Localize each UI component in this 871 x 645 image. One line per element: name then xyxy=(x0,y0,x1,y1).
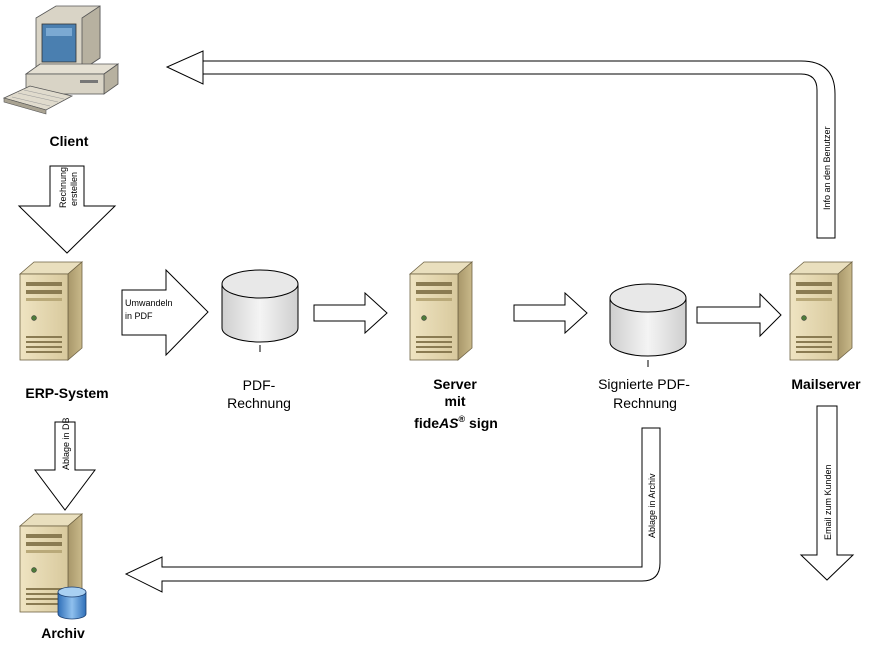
create-invoice-label-line1: Rechnung xyxy=(58,167,68,208)
info-to-user-arrow xyxy=(165,50,836,239)
archiv-label: Archiv xyxy=(41,625,85,641)
server-label-line1: Server xyxy=(433,376,477,392)
pdf-to-server-arrow xyxy=(313,291,388,335)
store-in-db-label: Ablage in DB xyxy=(61,417,71,470)
signed-pdf-label-line2: Rechnung xyxy=(613,395,677,411)
email-customer-arrow xyxy=(799,405,855,581)
client-label: Client xyxy=(50,133,89,149)
registered-mark: ® xyxy=(459,414,466,424)
sign-text: sign xyxy=(465,415,498,431)
signed-to-mailserver-arrow xyxy=(696,292,782,338)
signing-server-icon xyxy=(409,261,473,361)
server-label-line3: fideAS® sign xyxy=(414,414,498,431)
mailserver-icon xyxy=(789,261,853,361)
as-text: AS xyxy=(438,415,459,431)
pdf-invoice-label-line1: PDF- xyxy=(243,377,276,393)
convert-to-pdf-arrow xyxy=(121,268,209,357)
erp-server-icon xyxy=(19,261,83,361)
mailserver-label: Mailserver xyxy=(791,376,861,392)
email-customer-label: Email zum Kunden xyxy=(823,464,833,540)
server-to-signed-arrow xyxy=(513,291,588,335)
fide-text: fide xyxy=(414,415,439,431)
create-invoice-label-line2: erstellen xyxy=(69,172,79,206)
archive-database-icon xyxy=(57,586,87,620)
pdf-invoice-label-line2: Rechnung xyxy=(227,395,291,411)
pdf-invoice-database-icon xyxy=(221,269,299,343)
store-in-archive-arrow xyxy=(124,427,661,593)
erp-system-label: ERP-System xyxy=(25,385,108,401)
client-computer-icon xyxy=(2,5,120,115)
info-to-user-label: Info an den Benutzer xyxy=(822,126,832,210)
store-in-archive-label: Ablage in Archiv xyxy=(647,473,657,538)
create-invoice-arrow xyxy=(17,165,117,254)
signed-pdf-database-icon xyxy=(609,283,687,357)
convert-to-pdf-label-line2: in PDF xyxy=(125,311,153,321)
signed-pdf-label-line1: Signierte PDF- xyxy=(598,376,690,392)
server-label-line2: mit xyxy=(445,393,466,409)
store-in-db-arrow xyxy=(34,421,96,511)
convert-to-pdf-label-line1: Umwandeln xyxy=(125,298,173,308)
